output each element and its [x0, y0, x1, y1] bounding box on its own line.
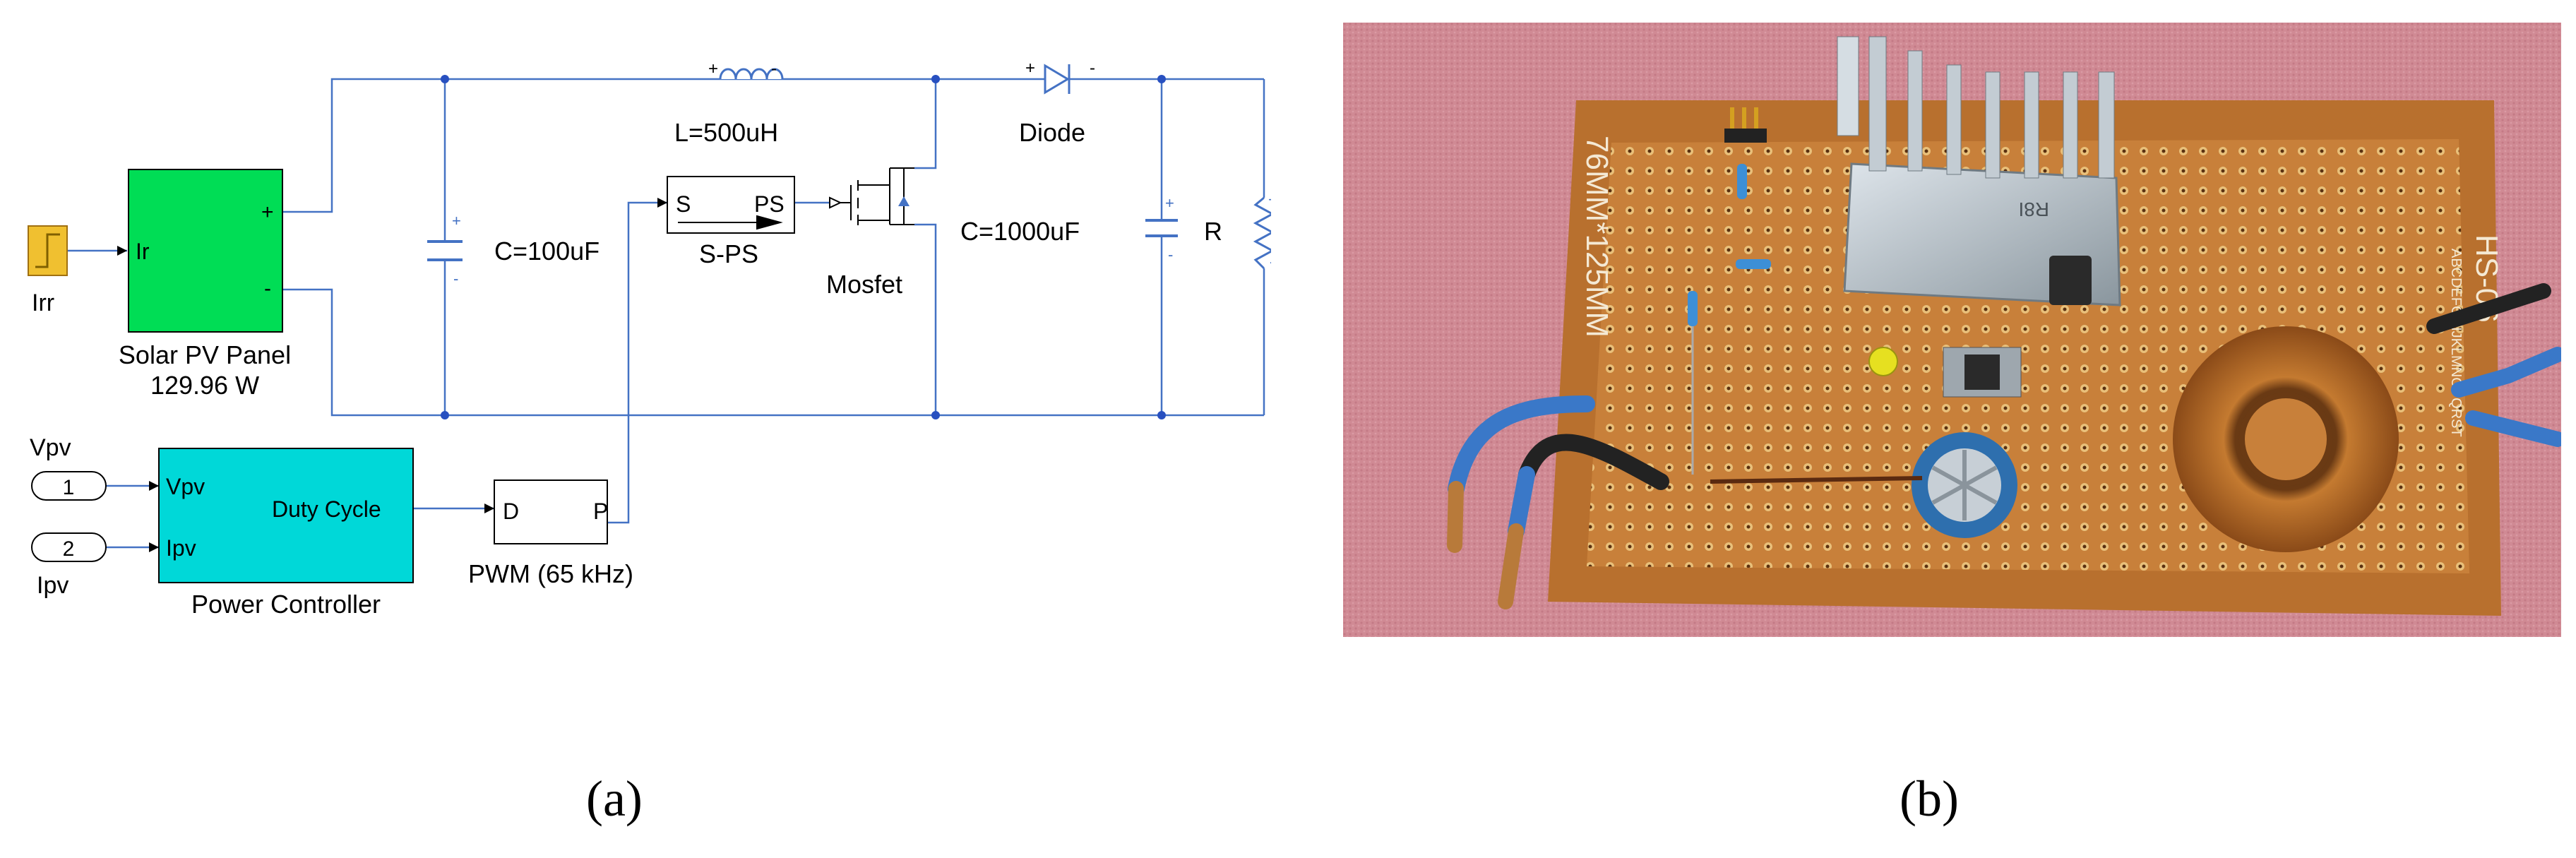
output-capacitor-symbol[interactable] [1145, 219, 1178, 237]
solar-port-ir: Ir [136, 239, 150, 264]
irr-label: Irr [32, 290, 54, 316]
controller-name: Power Controller [191, 590, 381, 619]
resistors [1688, 164, 1771, 475]
solar-panel-power: 129.96 W [150, 371, 259, 400]
mosfet-body-diode [898, 196, 910, 206]
silk-letters: ABCDEFGHIJKLMNOPQRST [2448, 249, 2464, 437]
controller-port-duty-cycle: Duty Cycle [272, 496, 381, 522]
controller-port-vpv: Vpv [166, 474, 205, 499]
pwm-port-p: P [593, 499, 608, 524]
sps-port-s: S [676, 191, 691, 217]
vpv-inport-name: Vpv [30, 434, 71, 461]
toroidal-inductor [2173, 326, 2399, 552]
electrolytic-capacitor [1912, 432, 2017, 538]
sps-arrow-icon [678, 215, 783, 230]
yellow-led [1868, 347, 1898, 376]
diode-label: Diode [1019, 118, 1085, 147]
input-capacitor-symbol[interactable] [427, 240, 463, 261]
simulink-schematic: Irr Ir + - Solar PV Panel 129.96 W + - C… [28, 59, 1271, 619]
cap-out-minus: - [1168, 246, 1173, 263]
resistor-label: R [1204, 217, 1222, 246]
ipv-inport-number: 2 [63, 537, 75, 561]
cap-out-label: C=1000uF [960, 217, 1080, 246]
inductor-plus: + [708, 59, 718, 78]
inductor-symbol[interactable] [719, 68, 784, 80]
cap-in-label: C=100uF [494, 237, 600, 266]
resistor-symbol[interactable] [1253, 196, 1271, 270]
diode-symbol[interactable] [1044, 64, 1071, 95]
cap-in-plus: + [452, 212, 461, 230]
vpv-inport[interactable] [31, 471, 107, 501]
small-ic [1943, 347, 2022, 398]
pwm-port-d: D [503, 499, 519, 524]
pin-header [1724, 107, 1767, 143]
caption-a: (a) [586, 770, 643, 827]
diode-plus: + [1025, 59, 1035, 78]
irr-step-block[interactable] [28, 225, 68, 276]
pwm-block[interactable] [494, 479, 608, 544]
heatsink-part-marking: R8I [2018, 198, 2049, 220]
mosfet-symbol[interactable] [829, 167, 914, 225]
sps-name: S-PS [699, 239, 758, 268]
solar-pv-panel-block[interactable] [128, 169, 283, 333]
ipv-inport[interactable] [31, 532, 107, 562]
solar-panel-name: Solar PV Panel [119, 340, 291, 369]
prototype-photo: 76MM*125MM HS-06 ABCDEFGHIJKLMNOPQRST R8… [1343, 23, 2561, 637]
solar-port-minus: - [264, 277, 271, 300]
diode-minus: - [1090, 59, 1095, 78]
blue-lead-wires [1447, 283, 2561, 609]
cap-out-plus: + [1165, 194, 1174, 212]
vpv-inport-number: 1 [63, 476, 75, 499]
caption-b: (b) [1900, 770, 1959, 827]
solar-port-plus: + [261, 201, 274, 224]
cap-in-minus: - [453, 270, 458, 287]
ipv-inport-name: Ipv [37, 572, 68, 599]
power-controller-block[interactable] [158, 448, 414, 583]
sps-port-ps: PS [754, 191, 785, 217]
junction-nodes [441, 75, 1166, 419]
to220-transistor [2049, 256, 2092, 305]
controller-port-ipv: Ipv [166, 535, 196, 561]
resistor-minus: - [1270, 253, 1271, 270]
mosfet-label: Mosfet [826, 270, 902, 299]
pwm-name: PWM (65 kHz) [468, 559, 633, 588]
inductor-minus: - [771, 59, 777, 78]
jumper-wire [1710, 476, 1923, 484]
silk-left-label: 76MM*125MM [1580, 136, 1614, 338]
resistor-plus: + [1268, 191, 1271, 208]
inductor-label: L=500uH [674, 118, 778, 147]
arrowheads [117, 198, 667, 552]
